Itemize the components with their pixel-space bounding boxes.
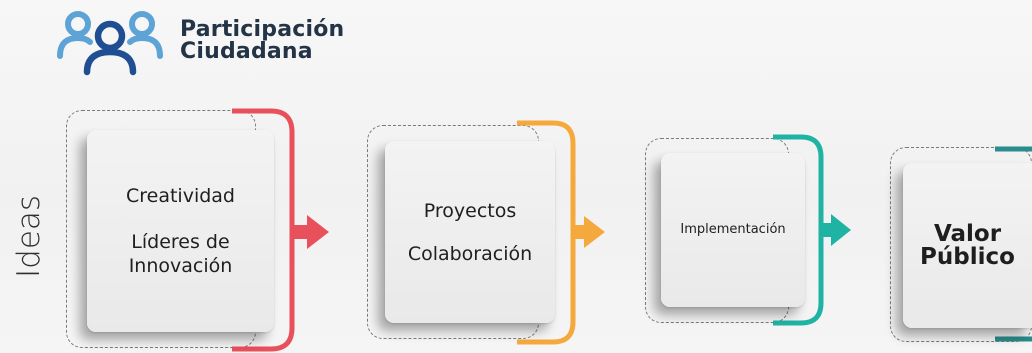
logo-title-line2: Ciudadana — [180, 39, 313, 64]
stage-4-card: Valor Público — [903, 163, 1032, 328]
stage-3-text-1: Implementación — [680, 222, 786, 237]
stage-2-arrow-shaft — [575, 225, 585, 239]
stage-2-arrow-head — [584, 216, 605, 248]
stage-3-arrow-head — [831, 214, 851, 246]
stage-1-text-3: Innovación — [128, 255, 233, 277]
stage-4-bracket — [995, 146, 1032, 342]
stage-1-arrow-head — [307, 215, 329, 249]
stage-1-arrow-shaft — [294, 225, 308, 239]
stage-4-text-2: Público — [920, 243, 1015, 270]
stage-1-card: Creatividad Líderes de Innovación — [87, 130, 274, 332]
stage-1-bracket — [232, 108, 295, 352]
stage-2-text-1: Proyectos — [423, 199, 517, 222]
stage-3-bracket — [773, 134, 824, 326]
logo-title-line1: Participación — [180, 17, 345, 42]
people-group-icon — [57, 11, 163, 76]
stage-3-arrow-shaft — [823, 223, 832, 237]
stage-1-text-2: Líderes de — [131, 231, 230, 253]
stage-4-text-1: Valor — [933, 220, 1002, 247]
stage-2-bracket — [517, 120, 576, 345]
stage-1-text-1: Creatividad — [125, 185, 235, 207]
stage-2-card: Proyectos Colaboración — [385, 141, 555, 323]
stage-2-text-2: Colaboración — [407, 242, 533, 265]
logo-title: Participación Ciudadana — [180, 19, 344, 63]
stage-3-card: Implementación — [661, 153, 805, 307]
